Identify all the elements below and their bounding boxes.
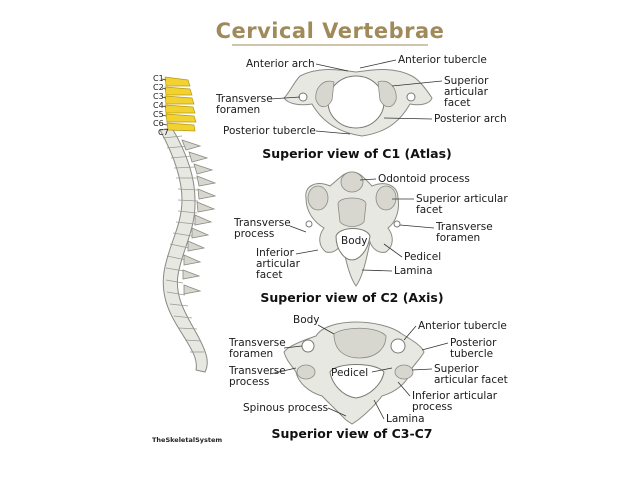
svg-text:articular facet: articular facet [434,374,508,386]
svg-text:foramen: foramen [216,104,260,116]
svg-text:articular: articular [256,258,301,270]
axis-vertebral-foramen [335,228,371,261]
spine-label-c5: C5 [153,110,164,119]
label-body-c3c7: Body [293,314,320,326]
label-transverse-foramen-c2: Transverse [435,221,493,233]
axis-labels: Odontoid process Superior articular face… [233,173,508,305]
brand-logo: TheSkeletalSystem [152,436,222,444]
svg-text:foramen: foramen [229,348,273,360]
label-pedicel-c2: Pedicel [404,251,441,263]
label-transverse-foramen-c3c7: Transverse [228,337,286,349]
label-body-c2: Body [341,235,368,247]
label-posterior-tubercle: Posterior [450,337,497,349]
spine-label-c2: C2 [153,83,164,92]
label-spinous-process: Spinous process [243,402,328,414]
svg-text:foramen: foramen [436,232,480,244]
axis-odontoid [340,171,364,193]
label-lamina-c3c7: Lamina [386,413,425,425]
spine-label-c3: C3 [153,92,164,101]
spine-column [159,127,208,373]
axis-vertebra [305,171,401,287]
label-anterior-tubercle-c3c7: Anterior tubercle [418,320,507,332]
svg-text:process: process [234,228,274,240]
label-superior-articular-facet-c1: Superior [444,75,489,87]
label-superior-articular-facet-c3c7: Superior [434,363,479,375]
spinous-processes [181,139,217,295]
label-anterior-tubercle-c1: Anterior tubercle [398,54,487,66]
label-inferior-articular-facet-c2: Inferior [256,247,295,259]
label-anterior-arch: Anterior arch [246,58,315,70]
atlas-vertebral-foramen [327,75,385,129]
c3c7-transverse-foramen [390,338,406,354]
svg-text:facet: facet [444,97,470,109]
svg-text:tubercle: tubercle [450,348,493,360]
atlas-superior-facet [377,80,397,108]
label-transverse-process-c2: Transverse [233,217,291,229]
label-posterior-arch: Posterior arch [434,113,507,125]
spine-label-c6: C6 [153,119,164,128]
caption-axis: Superior view of C2 (Axis) [260,290,443,305]
c3c7-labels: Body Anterior tubercle Transverse forame… [228,314,508,441]
spine-segments [162,135,204,353]
svg-text:process: process [412,401,452,413]
svg-text:facet: facet [256,269,282,281]
spine-label-c4: C4 [153,101,164,110]
page-title: Cervical Vertebrae [216,19,445,43]
label-transverse-foramen-c1: Transverse [215,93,273,105]
axis-body [337,197,367,227]
atlas-transverse-foramen [298,92,308,102]
label-superior-articular-facet-c2: Superior articular [416,193,508,205]
svg-text:articular: articular [444,86,489,98]
label-lamina-c2: Lamina [394,265,433,277]
c3c7-vertebral-foramen [329,364,385,399]
atlas-labels: Anterior arch Anterior tubercle Transver… [215,54,507,161]
spine-label-leaders [161,78,168,126]
svg-text:facet: facet [416,204,442,216]
spine-label-c7: C7 [158,128,169,137]
c3c7-vertebra [283,321,425,425]
svg-text:process: process [229,376,269,388]
label-pedicel-c3c7: Pedicel [331,367,368,379]
caption-atlas: Superior view of C1 (Atlas) [262,146,452,161]
caption-c3c7: Superior view of C3-C7 [272,426,433,441]
label-odontoid-process: Odontoid process [378,173,470,185]
spine-illustration: C1 C2 C3 C4 C5 C6 C7 [153,74,217,373]
c3c7-body [333,327,387,359]
label-posterior-tubercle-c1: Posterior tubercle [223,125,316,137]
spine-label-c1: C1 [153,74,164,83]
label-inferior-articular-process: Inferior articular [412,390,498,402]
atlas-vertebra [283,69,433,137]
cervical-highlight [164,76,197,132]
